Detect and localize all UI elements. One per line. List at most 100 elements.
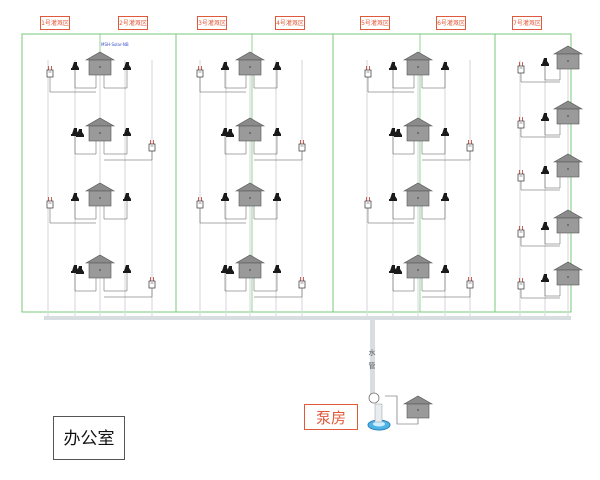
sensor-icon xyxy=(517,117,525,129)
sensor-body xyxy=(148,143,156,152)
pipe-label-char-2: 管 xyxy=(368,362,376,370)
control-wire xyxy=(392,273,415,292)
control-wire xyxy=(224,136,247,155)
valve-icon xyxy=(441,193,449,201)
valve-icon xyxy=(221,265,229,273)
tank-body xyxy=(406,190,430,207)
valve-icon xyxy=(389,265,397,273)
valve-base xyxy=(123,134,131,136)
control-wire xyxy=(367,208,414,224)
tank-roof xyxy=(234,254,266,264)
station-cluster xyxy=(517,100,584,138)
station-cluster xyxy=(196,51,281,93)
valve-body xyxy=(390,193,397,199)
tank-body xyxy=(556,53,580,70)
valve-icon xyxy=(76,266,84,274)
valve-body xyxy=(274,62,281,68)
valve-icon xyxy=(541,166,549,174)
station-cluster xyxy=(389,254,474,298)
valve-icon xyxy=(441,128,449,136)
valve-body xyxy=(124,128,131,134)
tank-roof xyxy=(552,45,584,55)
sensor-icon xyxy=(517,278,525,290)
sensor-body xyxy=(517,173,525,182)
pump-wire xyxy=(385,395,419,425)
tank-icon xyxy=(84,182,116,207)
control-wire xyxy=(103,201,128,220)
tank-icon xyxy=(234,254,266,279)
pump-gauge-icon xyxy=(368,392,380,404)
tank-roof xyxy=(234,117,266,127)
zone-label-7: 7号灌溉区 xyxy=(512,16,542,30)
tank-roof xyxy=(84,51,116,61)
valve-body xyxy=(442,62,449,68)
tank-body xyxy=(556,108,580,125)
valve-body xyxy=(542,222,549,228)
station-cluster xyxy=(46,182,131,224)
device-note: MSH-Solar-NB xyxy=(101,42,129,47)
tank-icon xyxy=(552,100,584,125)
valve-base xyxy=(394,135,402,137)
control-wire xyxy=(74,136,97,155)
control-wire xyxy=(392,70,415,89)
tank-roof xyxy=(84,254,116,264)
control-wire xyxy=(544,174,561,189)
tank-body xyxy=(556,269,580,286)
valve-icon xyxy=(123,62,131,70)
tank-body xyxy=(238,190,262,207)
control-wire xyxy=(224,273,247,292)
valve-body xyxy=(390,265,397,271)
control-wire xyxy=(253,273,278,292)
valve-base xyxy=(541,280,549,282)
control-wire xyxy=(422,151,471,161)
valve-icon xyxy=(71,128,79,136)
tank-icon xyxy=(552,153,584,178)
valve-base xyxy=(71,271,79,273)
control-wire xyxy=(253,201,278,220)
zone-label-5: 5号灌溉区 xyxy=(360,16,390,30)
station-cluster xyxy=(517,209,584,247)
control-wire xyxy=(392,136,415,155)
valve-body xyxy=(227,129,234,135)
valve-icon xyxy=(389,62,397,70)
tank-roof xyxy=(402,51,434,61)
tank-body xyxy=(88,59,112,76)
valve-base xyxy=(123,199,131,201)
valve-body xyxy=(442,193,449,199)
valve-icon xyxy=(226,266,234,274)
valve-body xyxy=(222,62,229,68)
valve-base xyxy=(123,271,131,273)
tank-body xyxy=(88,125,112,142)
sensor-body xyxy=(364,200,372,209)
office-box: 办公室 xyxy=(53,416,125,460)
tank-roof xyxy=(552,261,584,271)
valve-body xyxy=(227,266,234,272)
tank-roof xyxy=(402,182,434,192)
valve-body xyxy=(390,128,397,134)
tank-icon xyxy=(234,182,266,207)
valve-body xyxy=(72,193,79,199)
control-wire xyxy=(103,273,128,292)
control-wire xyxy=(520,181,560,191)
stations-layer xyxy=(46,45,584,299)
valve-base xyxy=(541,172,549,174)
control-wire xyxy=(421,136,446,155)
zone-label-2: 2号灌溉区 xyxy=(118,16,148,30)
control-wire xyxy=(253,136,278,155)
valve-base xyxy=(226,272,234,274)
valve-base xyxy=(389,199,397,201)
tank-body xyxy=(556,217,580,234)
sensor-body xyxy=(196,69,204,78)
valve-icon xyxy=(541,58,549,66)
tank-icon xyxy=(234,51,266,76)
tank-body xyxy=(88,262,112,279)
valve-base xyxy=(441,134,449,136)
valve-icon xyxy=(394,266,402,274)
station-cluster xyxy=(389,117,474,161)
tank-roof xyxy=(234,51,266,61)
station-cluster xyxy=(364,182,449,224)
valve-base xyxy=(541,228,549,230)
tank-roof xyxy=(234,182,266,192)
tank-roof xyxy=(84,182,116,192)
tank-roof xyxy=(552,100,584,110)
